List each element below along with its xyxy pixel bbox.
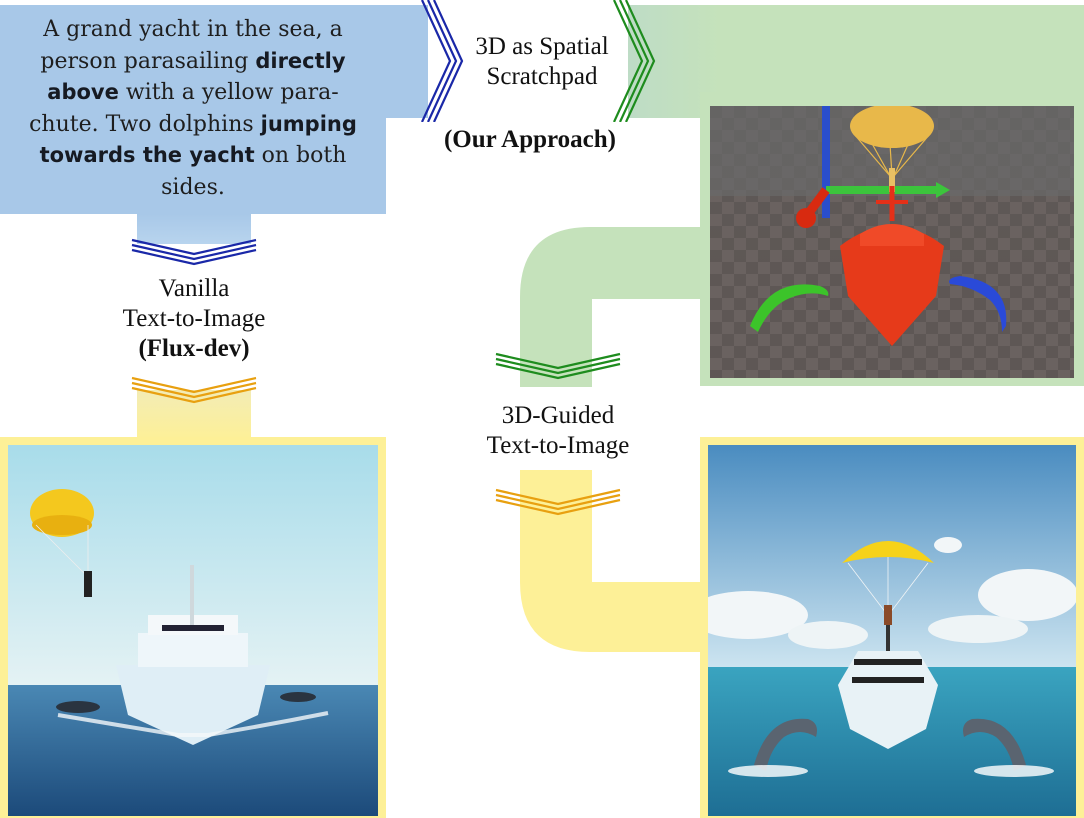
approach-tag: (Our Approach) <box>443 126 617 153</box>
prompt-line: towards the yacht on both <box>8 140 378 172</box>
chevron-down-blue-icon <box>131 238 257 266</box>
prompt-emphasis: above <box>47 80 119 104</box>
prompt-run: chute. Two dolphins <box>29 111 261 137</box>
prompt-run: on both <box>254 143 347 168</box>
baseline-line1: Vanilla <box>158 275 230 302</box>
prompt-text: A grand yacht in the sea, a person parasa… <box>8 14 378 203</box>
chevron-right-blue-icon <box>421 0 464 122</box>
guided-label: 3D-Guided Text-to-Image <box>468 401 648 461</box>
guided-line2: Text-to-Image <box>486 432 630 459</box>
guided-output-image <box>708 445 1076 816</box>
prompt-emphasis: directly <box>255 48 346 73</box>
baseline-stem <box>137 390 251 440</box>
chevron-right-green-icon <box>613 0 656 122</box>
prompt-line: person parasailing directly <box>8 46 378 78</box>
prompt-stem <box>137 214 251 244</box>
prompt-run: with a yellow para- <box>118 80 339 105</box>
guided-line1: 3D-Guided <box>501 402 615 429</box>
prompt-box <box>0 5 428 118</box>
baseline-label: Vanilla Text-to-Image (Flux-dev) <box>104 274 284 364</box>
prompt-box-lower <box>0 118 386 214</box>
approach-label: 3D as Spatial Scratchpad <box>452 32 632 92</box>
approach-line2: Scratchpad <box>486 63 598 90</box>
prompt-line: chute. Two dolphins jumping <box>8 109 378 141</box>
chevron-down-green-icon <box>495 352 621 380</box>
baseline-output-image <box>8 445 378 816</box>
prompt-line: above with a yellow para- <box>8 77 378 109</box>
baseline-tag: (Flux-dev) <box>138 335 250 362</box>
prompt-run: person parasailing <box>40 48 256 74</box>
green-pipe <box>520 227 710 387</box>
scene-3d-render <box>710 106 1074 378</box>
prompt-run: A grand yacht in the sea, a <box>43 17 343 42</box>
baseline-line2: Text-to-Image <box>122 305 266 332</box>
prompt-line: A grand yacht in the sea, a <box>8 14 378 46</box>
chevron-down-orange-icon-2 <box>495 488 621 516</box>
yellow-pipe <box>520 470 710 652</box>
prompt-emphasis: towards the yacht <box>39 143 255 167</box>
prompt-emphasis: jumping <box>260 111 357 136</box>
chevron-down-orange-icon <box>131 376 257 404</box>
approach-line1: 3D as Spatial <box>475 33 609 60</box>
prompt-run: sides. <box>161 174 225 200</box>
prompt-line: sides. <box>8 172 378 204</box>
